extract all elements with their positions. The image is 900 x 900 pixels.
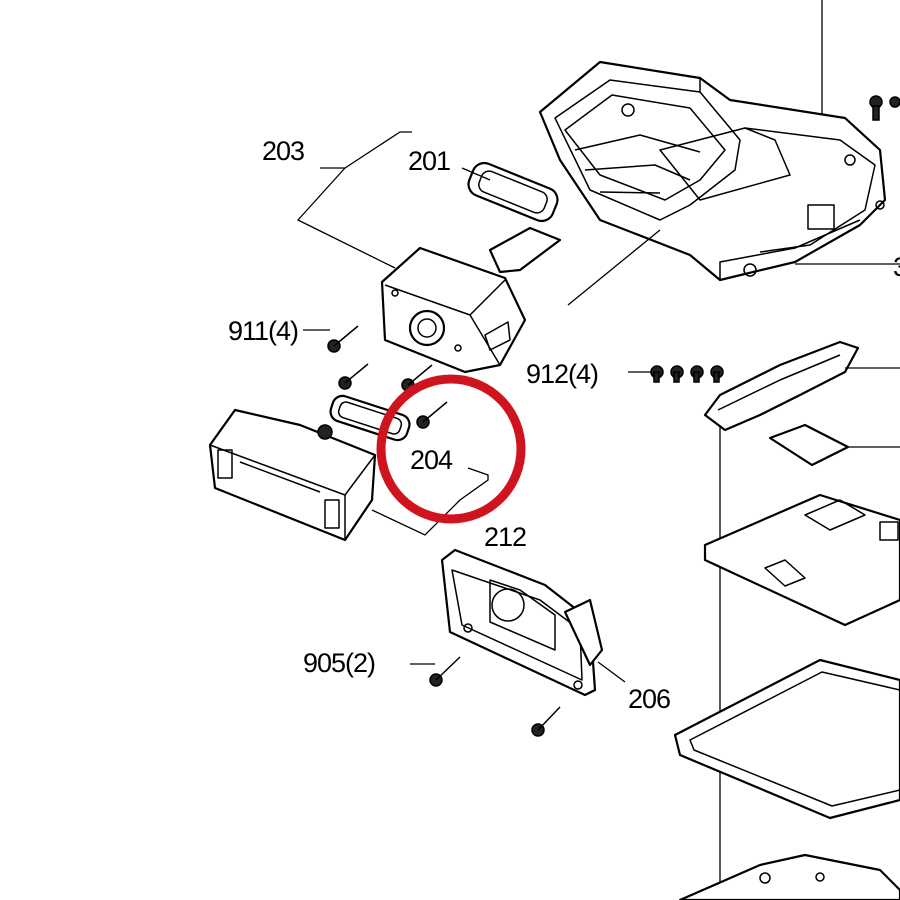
lens-housing-212 bbox=[208, 408, 377, 542]
gasket-icon bbox=[467, 161, 559, 223]
screws-912 bbox=[650, 365, 724, 383]
screw-icon bbox=[650, 365, 664, 383]
screw-icon bbox=[690, 365, 704, 383]
callout-201: 201 bbox=[408, 146, 450, 176]
screw-icon bbox=[869, 95, 900, 121]
callout-203: 203 bbox=[262, 136, 304, 166]
thermal-pad bbox=[768, 423, 850, 467]
bracket bbox=[703, 340, 900, 432]
screw-icon bbox=[429, 656, 461, 687]
leader-212 bbox=[371, 467, 489, 536]
screw-icon bbox=[416, 401, 448, 429]
circuit-board-icon bbox=[703, 493, 900, 627]
highlight-circle bbox=[376, 374, 526, 524]
leader-206 bbox=[597, 661, 626, 683]
pad-201 bbox=[488, 226, 562, 274]
callout-905: 905(2) bbox=[303, 648, 375, 678]
gasket-204 bbox=[329, 394, 411, 442]
screw-icon bbox=[531, 706, 561, 737]
screws-911 bbox=[327, 325, 448, 429]
callout-911: 911(4) bbox=[228, 316, 298, 346]
upper-housing bbox=[538, 60, 900, 306]
leader-201 bbox=[461, 167, 491, 181]
callout-912: 912(4) bbox=[526, 359, 598, 389]
callout-206: 206 bbox=[628, 684, 670, 714]
leader-203 bbox=[296, 131, 412, 269]
screw-icon bbox=[710, 365, 724, 383]
frame-gasket bbox=[673, 658, 900, 820]
callout-3: 3 bbox=[893, 252, 900, 282]
back-plate-206 bbox=[440, 548, 604, 697]
screws-905 bbox=[429, 656, 561, 737]
screw-icon bbox=[670, 365, 684, 383]
screw-icon bbox=[338, 363, 369, 390]
camera-module-203 bbox=[380, 246, 527, 374]
bottom-frame bbox=[678, 853, 900, 900]
callout-212: 212 bbox=[484, 522, 526, 552]
screw-icon bbox=[327, 325, 359, 353]
callout-204: 204 bbox=[410, 445, 453, 475]
